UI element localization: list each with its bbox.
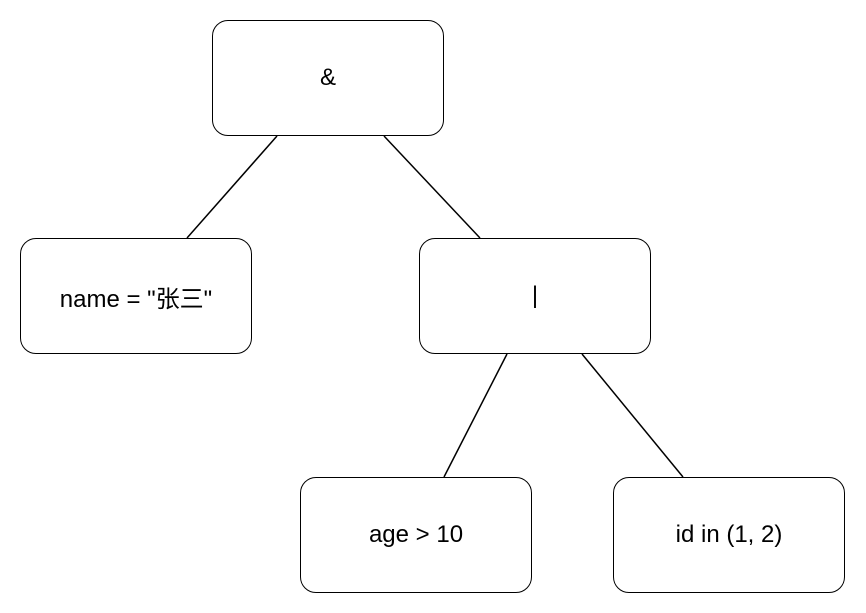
edge-and-to-name (186, 135, 278, 239)
edge-or-to-age (443, 353, 508, 478)
edge-or-to-id (581, 353, 684, 478)
id-condition-label: id in (1, 2) (675, 521, 783, 548)
edge-and-to-or (383, 135, 481, 239)
age-condition-label: age > 10 (368, 521, 464, 548)
name-condition-node: name = "张三" (20, 238, 252, 354)
or-operator-label: | (531, 282, 539, 309)
or-operator-node: | (419, 238, 651, 354)
and-operator-node: & (212, 20, 444, 136)
age-condition-node: age > 10 (300, 477, 532, 593)
id-condition-node: id in (1, 2) (613, 477, 845, 593)
name-condition-label: name = "张三" (59, 285, 213, 313)
and-operator-label: & (319, 64, 336, 91)
